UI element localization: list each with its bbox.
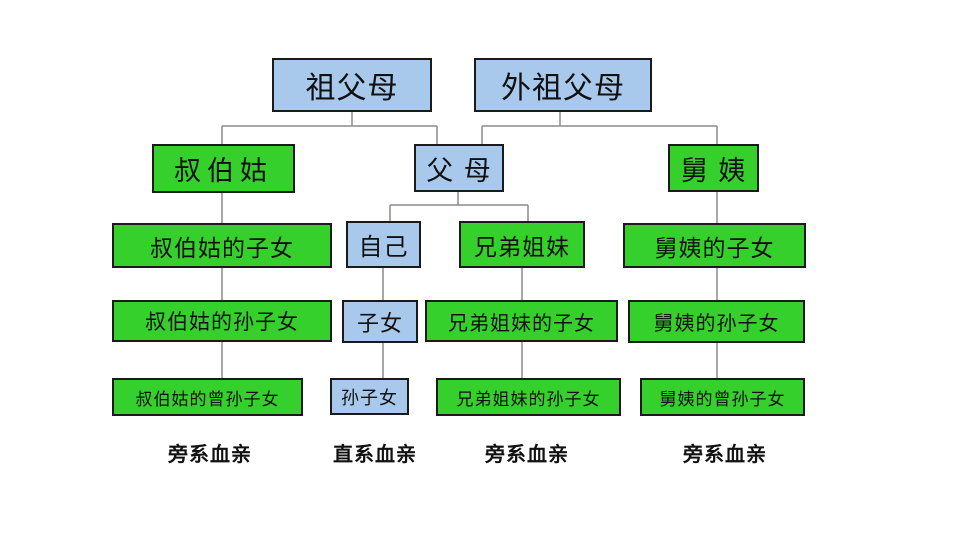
- maternal-uncles-aunts-children-node: 舅姨的子女: [623, 223, 806, 268]
- children-node: 子女: [342, 300, 418, 343]
- siblings-grandchildren-node: 兄弟姐妹的孙子女: [436, 378, 621, 416]
- maternal-grandparents-node: 外祖父母: [474, 58, 652, 112]
- maternal-uncles-aunts-grandchildren-node: 舅姨的孙子女: [628, 300, 805, 343]
- maternal-uncles-aunts-great-grandchildren-node: 舅姨的曾孙子女: [640, 378, 805, 416]
- uncles-aunts-node: 叔伯姑: [152, 144, 295, 193]
- uncles-aunts-grandchildren-node: 叔伯姑的孙子女: [112, 300, 332, 342]
- self-node: 自己: [346, 221, 421, 268]
- collateral-label: 旁系血亲: [168, 442, 252, 466]
- collateral-label: 旁系血亲: [485, 442, 569, 466]
- siblings-node: 兄弟姐妹: [459, 221, 585, 268]
- parents-node: 父 母: [414, 144, 504, 192]
- grandchildren-node: 孙子女: [330, 378, 409, 415]
- maternal-uncles-aunts-node: 舅 姨: [668, 144, 759, 192]
- siblings-children-node: 兄弟姐妹的子女: [425, 300, 618, 342]
- lineal-label: 直系血亲: [333, 442, 417, 466]
- uncles-aunts-children-node: 叔伯姑的子女: [112, 223, 332, 268]
- collateral-label: 旁系血亲: [683, 442, 767, 466]
- grandparents-node: 祖父母: [272, 58, 432, 112]
- uncles-aunts-great-grandchildren-node: 叔伯姑的曾孙子女: [112, 378, 303, 416]
